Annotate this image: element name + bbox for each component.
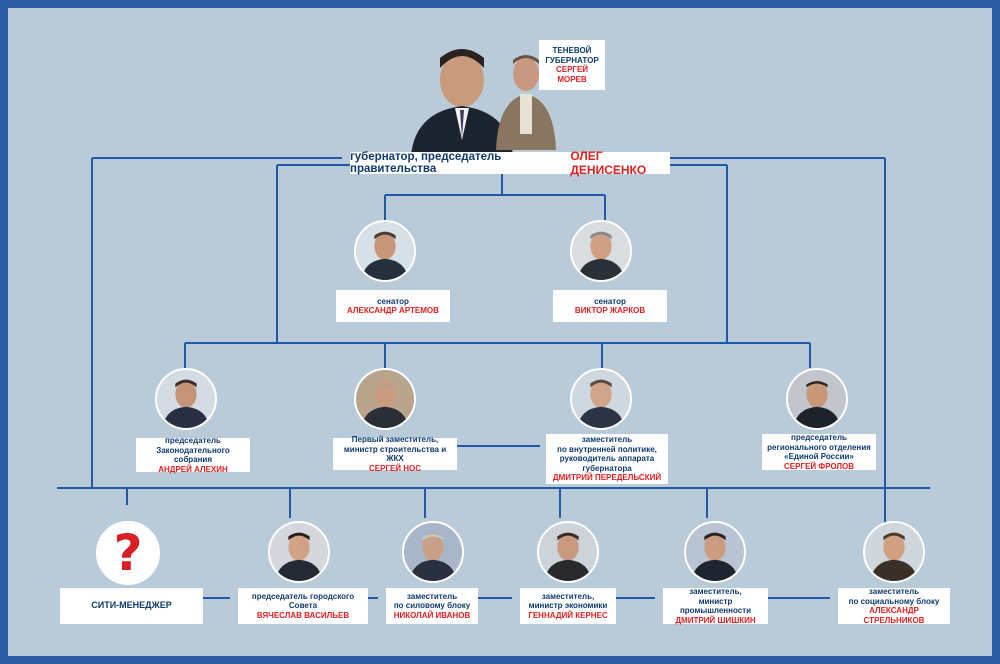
kernes-title-2: министр экономики (528, 601, 608, 611)
strelnikov-name: АЛЕКСАНДР СТРЕЛЬНИКОВ (863, 606, 925, 625)
peredelsky-photo (570, 368, 632, 430)
frolov-name: СЕРГЕЙ ФРОЛОВ (784, 461, 854, 471)
nos-name: СЕРГЕЙ НОС (368, 463, 422, 473)
shadow-governor-label: ТЕНЕВОЙ ГУБЕРНАТОР СЕРГЕЙ МОРЕВ (539, 40, 605, 90)
ivanov-name: НИКОЛАЙ ИВАНОВ (393, 610, 471, 620)
kernes-label: заместитель, министр экономики ГЕННАДИЙ … (520, 588, 616, 624)
city-manager-question-mark: ? (96, 521, 160, 585)
senator-title: сенатор (377, 296, 409, 306)
strelnikov-title-2: по социальному блоку (848, 596, 940, 606)
vasiliev-label: председатель городского Совета ВЯЧЕСЛАВ … (238, 588, 368, 624)
senator-name: ВИКТОР ЖАРКОВ (574, 306, 646, 315)
alekhin-photo (155, 368, 217, 430)
frolov-photo (786, 368, 848, 430)
nos-photo (354, 368, 416, 430)
shishkin-name: ДМИТРИЙ ШИШКИН (675, 615, 756, 625)
peredelsky-title-3: руководитель аппарата (559, 454, 655, 464)
peredelsky-name: ДМИТРИЙ ПЕРЕДЕЛЬСКИЙ (552, 473, 662, 483)
strelnikov-label: заместитель по социальному блоку АЛЕКСАН… (838, 587, 950, 625)
frolov-title-1: председатель (791, 433, 847, 442)
senator-title: сенатор (594, 296, 626, 306)
shadow-governor-name-2: МОРЕВ (557, 74, 587, 84)
frolov-title-3: «Единой России» (784, 452, 854, 461)
shishkin-label: заместитель, министр промышленности ДМИТ… (663, 587, 768, 625)
shadow-governor-photo (494, 50, 558, 150)
vasiliev-title-1: председатель городского (251, 591, 355, 601)
nos-title-1: Первый заместитель, (351, 435, 439, 444)
ivanov-title-2: по силовому блоку (393, 601, 471, 611)
peredelsky-title-2: по внутренней политике, (557, 444, 657, 454)
ivanov-label: заместитель по силовому блоку НИКОЛАЙ ИВ… (386, 588, 478, 624)
kernes-title-1: заместитель, (541, 591, 595, 601)
peredelsky-label: заместитель по внутренней политике, руко… (546, 434, 668, 484)
frolov-label: председатель регионального отделения «Ед… (762, 433, 876, 471)
ivanov-title-1: заместитель (406, 591, 458, 601)
frolov-title-2: регионального отделения (767, 442, 871, 452)
senator-zharkov-photo (570, 220, 632, 282)
city-manager-label: СИТИ-МЕНЕДЖЕР (60, 588, 203, 624)
strelnikov-photo (863, 521, 925, 583)
alekhin-title-2: Законодательного собрания (156, 445, 230, 465)
senator-artemov-photo (354, 220, 416, 282)
shadow-governor-name-1: СЕРГЕЙ (555, 65, 589, 74)
senator-name: АЛЕКСАНДР АРТЕМОВ (347, 306, 439, 315)
vasiliev-title-2: Совета (288, 601, 318, 611)
nos-title-2: министр строительства и ЖКХ (343, 444, 447, 464)
governor-banner: губернатор, председатель правительства О… (350, 149, 670, 177)
alekhin-title-1: председатель (165, 436, 221, 445)
nos-label: Первый заместитель, министр строительств… (333, 435, 457, 473)
senator-zharkov-label: сенатор ВИКТОР ЖАРКОВ (553, 290, 667, 322)
kernes-photo (537, 521, 599, 583)
ivanov-photo (402, 521, 464, 583)
peredelsky-title-4: губернатора (582, 463, 632, 473)
alekhin-name: АНДРЕЙ АЛЕХИН (158, 464, 228, 474)
shadow-governor-title-2: ГУБЕРНАТОР (545, 55, 599, 65)
alekhin-label: председатель Законодательного собрания А… (136, 436, 250, 474)
shishkin-title-2: министр промышленности (679, 596, 752, 616)
peredelsky-title-1: заместитель (581, 435, 633, 445)
shishkin-title-1: заместитель, (689, 587, 742, 596)
question-mark-icon: ? (98, 523, 158, 583)
senator-artemov-label: сенатор АЛЕКСАНДР АРТЕМОВ (336, 290, 450, 322)
vasiliev-photo (268, 521, 330, 583)
kernes-name: ГЕННАДИЙ КЕРНЕС (528, 610, 608, 620)
city-manager-title: СИТИ-МЕНЕДЖЕР (91, 600, 172, 611)
shishkin-photo (684, 521, 746, 583)
governor-photo (403, 40, 521, 156)
governor-name: ОЛЕГ ДЕНИСЕНКО (570, 149, 647, 177)
strelnikov-title-1: заместитель (868, 587, 920, 596)
vasiliev-name: ВЯЧЕСЛАВ ВАСИЛЬЕВ (256, 610, 350, 620)
governor-title: губернатор, председатель правительства (350, 151, 502, 175)
shadow-governor-title-1: ТЕНЕВОЙ (552, 46, 592, 55)
